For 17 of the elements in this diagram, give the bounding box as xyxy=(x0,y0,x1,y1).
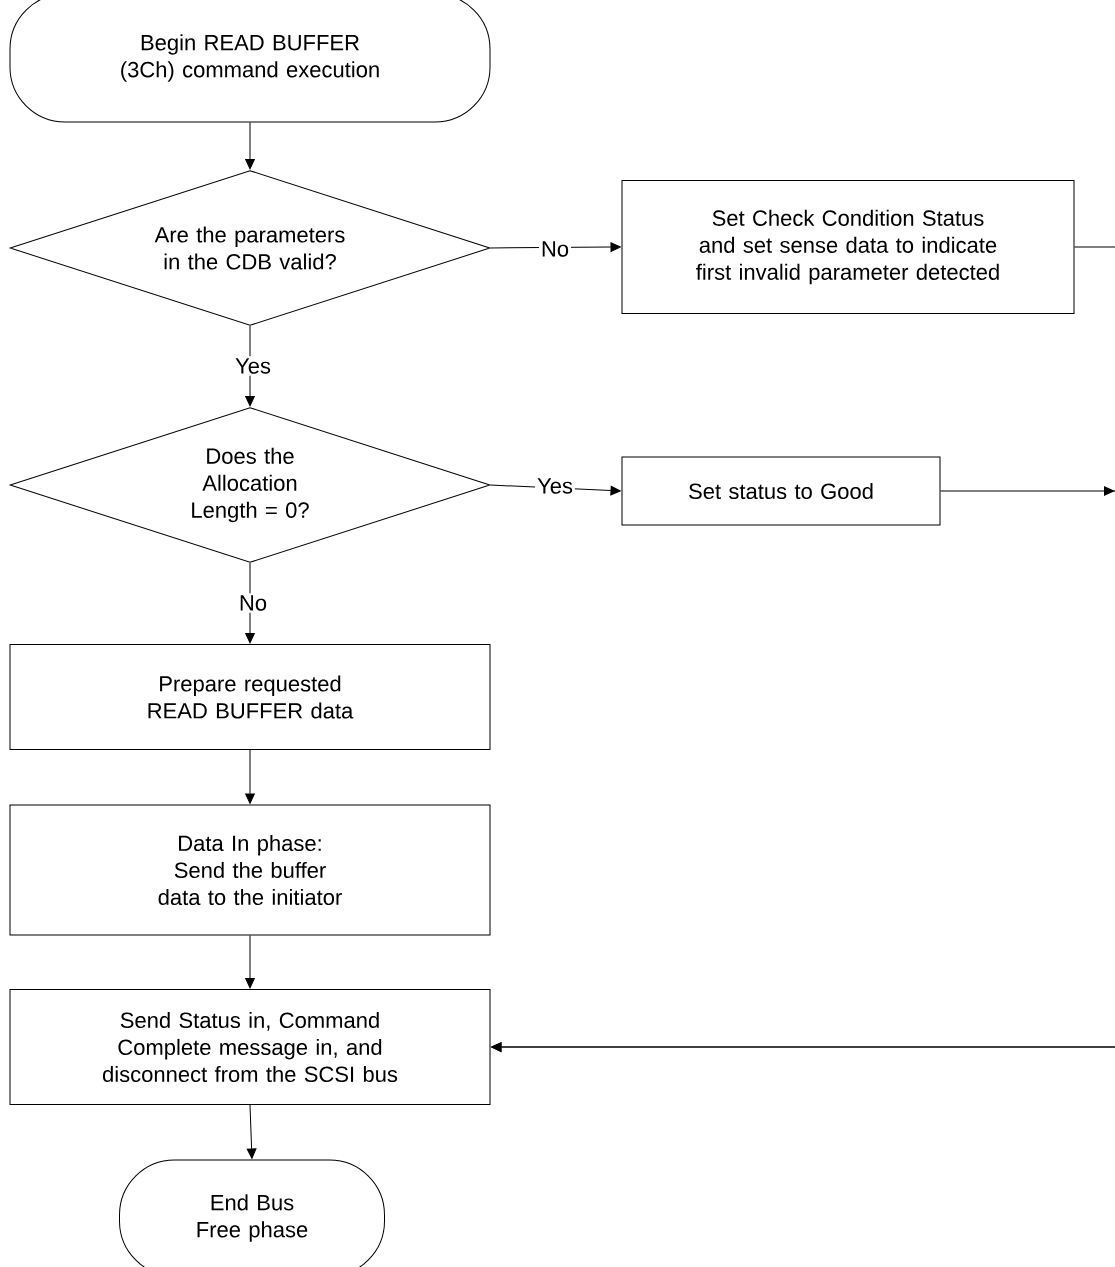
arrow xyxy=(245,749,255,804)
terminal-box: Begin READ BUFFER (3Ch) command execution xyxy=(9,0,491,123)
arrow xyxy=(490,242,621,252)
arrow xyxy=(246,1104,257,1159)
process-box: Data In phase: Send the buffer data to the initiator xyxy=(9,804,491,936)
process-box: Set status to Good xyxy=(621,456,941,526)
edge-label: Yes xyxy=(535,476,575,496)
arrow xyxy=(491,486,1115,1052)
arrow xyxy=(245,935,255,989)
process-box: Prepare requested READ BUFFER data xyxy=(9,644,491,750)
process-box: Set Check Condition Status and set sense data to indicate first invalid parameter detected xyxy=(621,180,1075,314)
process-box: Send Status in, Command Complete message in, and disconnect from the SCSI bus xyxy=(9,989,491,1105)
edge-label: No xyxy=(236,593,270,613)
arrow xyxy=(245,122,255,170)
edge-label: No xyxy=(538,239,572,259)
edge-label: Yes xyxy=(233,356,273,376)
terminal-box: End Bus Free phase xyxy=(119,1159,385,1267)
